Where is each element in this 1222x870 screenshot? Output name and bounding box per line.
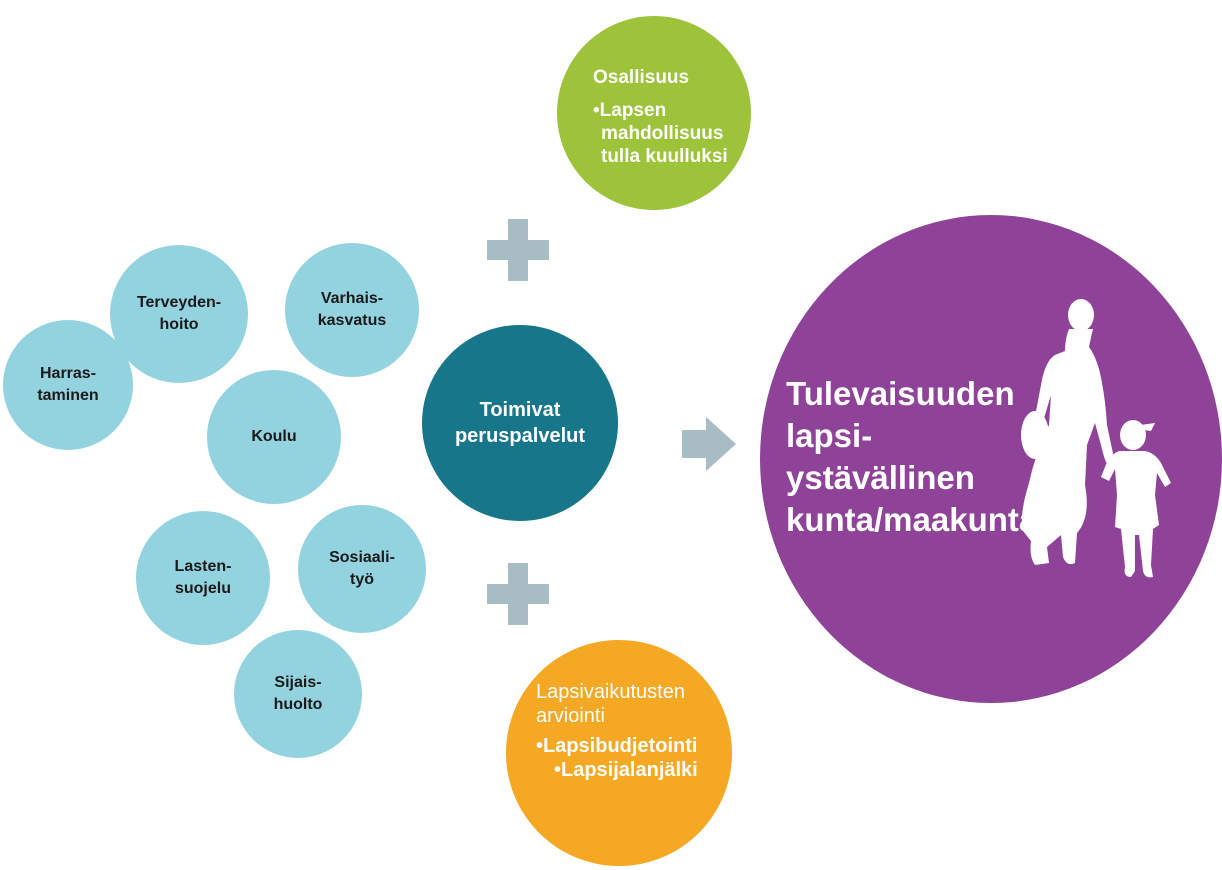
circle-lapsivaikutusten-arviointi: Lapsivaikutusten arviointi •Lapsibudjeto… [506, 640, 732, 866]
result-label-line: kunta/maakunta [786, 501, 1038, 538]
osallisuus-bullet-line: tulla kuulluksi [601, 146, 728, 167]
service-sijaishuolto: Sijais- huolto [234, 630, 362, 758]
circle-osallisuus: Osallisuus •Lapsen mahdollisuus tulla ku… [557, 16, 751, 210]
osallisuus-bullet-line: •Lapsen [593, 100, 667, 121]
service-varhaiskasvatus: Varhais- kasvatus [285, 243, 419, 377]
result-label-line: ystävällinen [786, 459, 975, 496]
lapsivaikutus-bullet: •Lapsibudjetointi [536, 735, 698, 757]
result-label-line: lapsi- [786, 417, 873, 454]
arrow-right-icon [682, 417, 736, 471]
service-label-line: huolto [273, 696, 323, 713]
service-terveydenhoito: Terveyden- hoito [110, 245, 248, 383]
center-circle-toimivat-peruspalvelut: Toimivat peruspalvelut [422, 325, 618, 521]
service-label-line: taminen [37, 387, 99, 404]
center-label-line: peruspalvelut [454, 425, 586, 447]
osallisuus-bullet-line: mahdollisuus [601, 123, 724, 144]
service-label-line: Sijais- [274, 674, 322, 691]
osallisuus-title: Osallisuus [593, 67, 690, 88]
service-label-line: suojelu [174, 580, 231, 597]
service-label-line: kasvatus [317, 312, 387, 329]
service-label-line: Harras- [39, 365, 97, 382]
lapsivaikutus-title-line: Lapsivaikutusten [536, 681, 685, 703]
service-label-line: Varhais- [320, 290, 384, 307]
center-label-line: Toimivat [479, 399, 561, 421]
lapsivaikutus-title-line: arviointi [536, 705, 605, 727]
lapsivaikutus-bullet: •Lapsijalanjälki [554, 759, 698, 781]
service-label-line: Terveyden- [136, 294, 222, 311]
service-sosiaalityo: Sosiaali- työ [298, 505, 426, 633]
service-label-line: hoito [159, 316, 199, 333]
service-label-line: Koulu [251, 428, 297, 445]
plus-icon-bottom [487, 563, 549, 625]
result-label-line: Tulevaisuuden [786, 375, 1015, 412]
service-label-line: Lasten- [174, 558, 232, 575]
service-lastensuojelu: Lasten- suojelu [136, 511, 270, 645]
service-koulu: Koulu [207, 370, 341, 504]
service-label-line: Sosiaali- [329, 549, 395, 566]
service-label-line: työ [350, 571, 374, 588]
service-harrastaminen: Harras- taminen [3, 320, 133, 450]
plus-icon-top [487, 219, 549, 281]
parent-child-silhouette-icon [1021, 299, 1171, 578]
